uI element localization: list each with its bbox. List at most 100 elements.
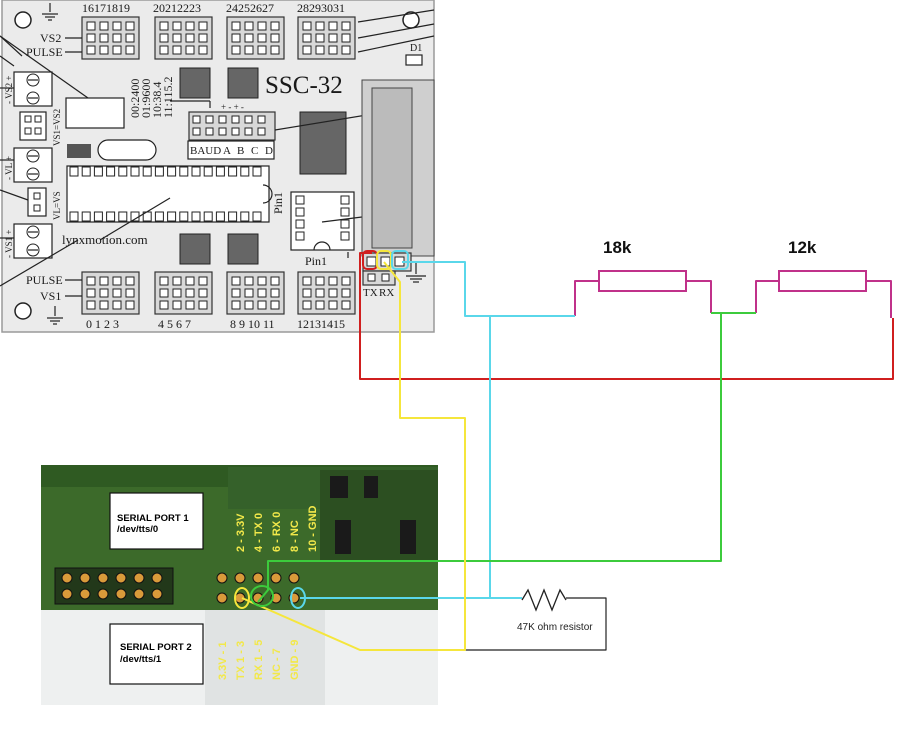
jumper-vl-vs [27,187,47,217]
header-pin [86,300,96,310]
resistor-lead [686,280,712,313]
header-pin [328,21,338,31]
header-pin [231,300,241,310]
header-pin [244,300,254,310]
header-pad [79,588,91,600]
ssc32-board: 16171819 20212223 24252627 28293031 VS2 … [0,0,435,333]
jumper-c-label: C [251,145,258,157]
header-pin [159,276,169,286]
crystal [97,139,157,161]
header-pin [244,276,254,286]
serial-port1-box [109,492,204,550]
serial-port1-title: SERIAL PORT 1 [117,513,189,524]
header-pin [112,45,122,55]
header-pin [270,300,280,310]
header-pin [125,45,135,55]
pin-group-label: 20212223 [153,1,201,15]
header-pin [231,115,240,124]
pin-group-label: 0 1 2 3 [86,317,119,331]
dip-pin [179,211,189,222]
pin1-bottom-label: Pin1 [305,254,327,268]
header-pin [185,33,195,43]
resistor-47k: 47K ohm resistor [517,588,593,633]
socket-pin [340,231,350,241]
header-pin [302,45,312,55]
socket-pin [295,219,305,229]
svg-text:11:115.2: 11:115.2 [161,77,175,118]
header-pin [257,288,267,298]
header-pin [257,21,267,31]
dip-pin [93,166,103,177]
dip-pin [191,166,201,177]
header-pin [86,21,96,31]
header-pin [257,127,266,136]
header-pad [151,572,163,584]
header-pad [133,572,145,584]
pulse-label-top: PULSE [26,45,63,59]
svg-text:6 - RX 0: 6 - RX 0 [271,512,283,552]
header-pin [86,45,96,55]
terminal-vs1 [13,223,53,259]
tx-label: TX [363,287,378,299]
header-pin [315,45,325,55]
dip-pin [167,211,177,222]
header-pin [159,300,169,310]
header-pin [159,45,169,55]
header-pad [79,572,91,584]
jumper-a-label: A [223,145,231,157]
pulse-label-bottom: PULSE [26,273,63,287]
svg-text:00:2400: 00:2400 [128,79,142,118]
vs1-terminal-label: - VS1 + [4,230,14,258]
dip-pin [142,166,152,177]
svg-text:10:38.4: 10:38.4 [150,82,164,118]
header-pin [159,288,169,298]
dip-pin [203,211,213,222]
header-pin [328,276,338,286]
svg-text:8 - NC: 8 - NC [289,520,301,552]
header-pin [231,45,241,55]
header-pin [328,288,338,298]
header-pad [216,592,228,604]
header-pin [192,115,201,124]
resistor-12k: 12k [778,238,867,292]
socket-pin [295,231,305,241]
header-pin [315,21,325,31]
header-pin [244,115,253,124]
pin-group-label: 8 9 10 11 [230,317,275,331]
servo-pins-top [86,21,351,55]
dip-pin [228,166,238,177]
header-pin [341,300,351,310]
header-pin [257,300,267,310]
header-pin [302,276,312,286]
db9-shell [371,87,413,249]
header-pin [185,288,195,298]
wire-green [257,313,722,603]
dip-pin [130,166,140,177]
pin-group-label: 24252627 [226,1,274,15]
header-pin [302,288,312,298]
dip-pin [240,166,250,177]
socket-pin [340,219,350,229]
header-pin [205,115,214,124]
jumper-polarity: + - + - [221,102,244,112]
header-pin [341,21,351,31]
header-pin [315,300,325,310]
header-pin [341,276,351,286]
header-pin [172,276,182,286]
ic-square [227,67,259,99]
dip-pin [203,166,213,177]
gnd-highlight [391,250,409,270]
header-pin [198,21,208,31]
ic-square [179,233,211,265]
header-pin [172,45,182,55]
header-pin [185,21,195,31]
header-pin [231,276,241,286]
header-pad [61,588,73,600]
header-pad [97,588,109,600]
serial-port1-pin-labels: 2 - 3.3V 4 - TX 0 6 - RX 0 8 - NC 10 - G… [235,505,319,552]
header-pin [257,276,267,286]
dip-pin [252,211,262,222]
header-pin [205,127,214,136]
header-pad [151,588,163,600]
